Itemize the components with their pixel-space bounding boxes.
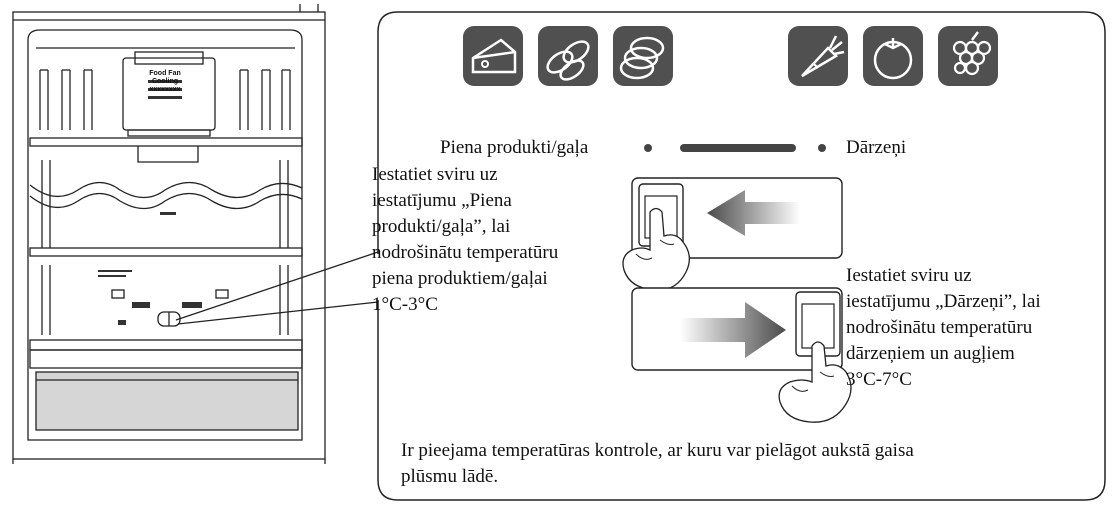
lever-left-illustration: [622, 177, 843, 291]
slider-right-label: Dārzeņi: [846, 137, 907, 158]
fan-cooling-panel: [122, 57, 216, 131]
callout-pointer: [177, 301, 379, 325]
lever-right-illustration: [631, 287, 852, 423]
grapes-icon: [938, 26, 998, 86]
crisper-cover: [29, 339, 303, 351]
slider-bar: [680, 144, 796, 152]
fridge-liner: [27, 29, 303, 441]
hand-icon: [622, 207, 690, 291]
slider-right-dot: [818, 144, 826, 152]
right-instruction: Iestatiet sviru uz iestatījumu „Dārzeņi”…: [846, 265, 1041, 390]
slider-left-dot: [644, 144, 652, 152]
crisper-drawer: [35, 371, 299, 431]
tomato-icon: [863, 26, 923, 86]
arrow-right-icon: [680, 302, 786, 358]
left-instruction: Iestatiet sviru uz iestatījumu „Piena pr…: [372, 164, 559, 315]
fan-cooling-label: Food Fan Cooling xxxxxxxx: [149, 70, 181, 93]
hand-icon: [778, 341, 852, 423]
carrot-icon: [788, 26, 848, 86]
cheese-icon: [463, 26, 523, 86]
sausage-icon: [538, 26, 598, 86]
callout-pointer: [175, 251, 379, 321]
sliced-meat-icon: [613, 26, 673, 86]
fridge-cabinet: [12, 11, 326, 460]
shelf: [29, 247, 303, 257]
arrow-left-icon: [707, 190, 800, 236]
shelf: [29, 137, 303, 147]
slider-left-label: Piena produkti/gaļa: [440, 137, 589, 158]
footer-note: Ir pieejama temperatūras kontrole, ar ku…: [401, 440, 914, 487]
bottle-rack: [29, 181, 303, 199]
